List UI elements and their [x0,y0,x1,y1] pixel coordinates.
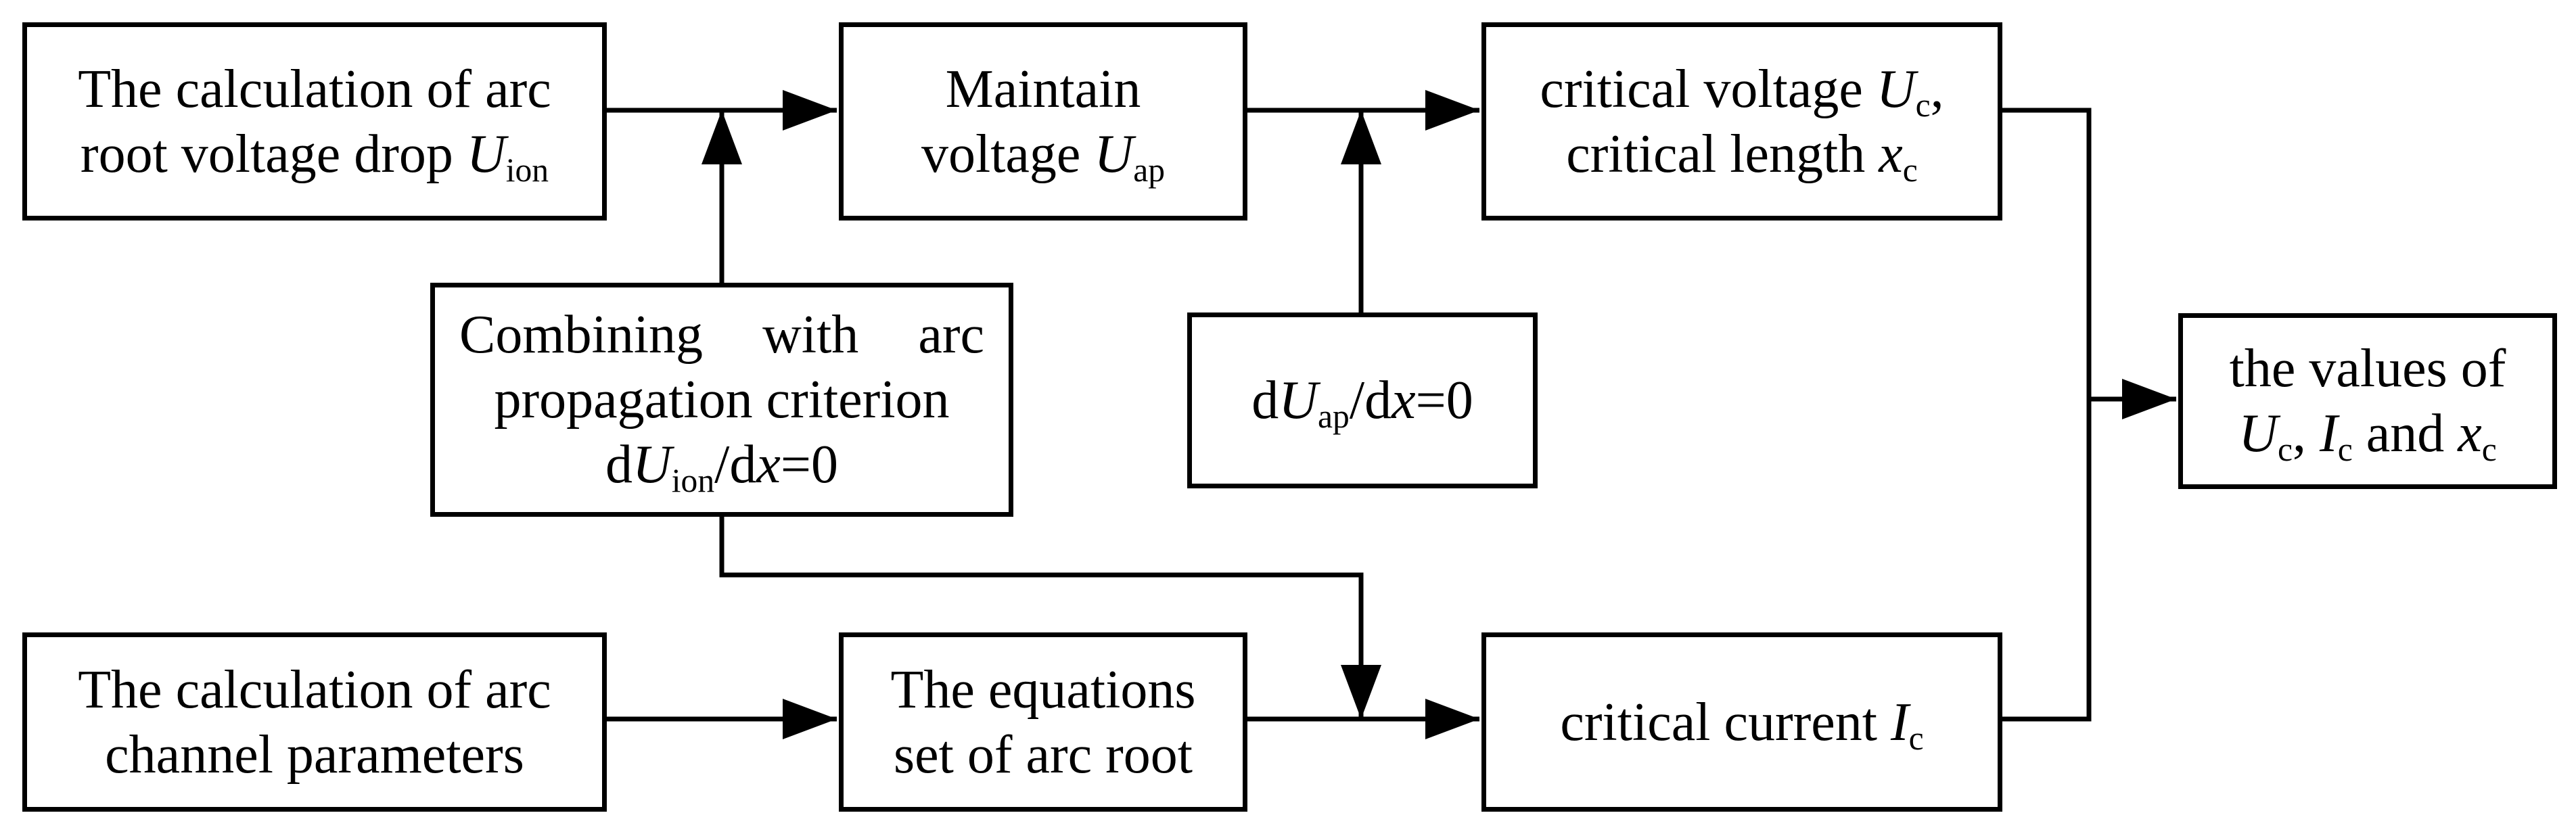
node-text: /d [1349,371,1392,430]
node-text: and [2352,404,2458,463]
node-arc-channel-parameters: The calculation of arc channel parameter… [22,632,607,812]
node-text: , [1930,59,1944,119]
variable-I: I [2320,404,2338,463]
node-arc-root-voltage-drop: The calculation of arc root voltage drop… [22,22,607,221]
node-text: The equations [890,659,1196,720]
subscript-c: c [2278,430,2293,468]
node-text: =0 [1415,371,1473,430]
node-text: the values of [2229,339,2506,398]
node-critical-voltage-length: critical voltage Uc, critical length xc [1481,22,2002,221]
node-arc-root-equations: The equations set of arc root [839,632,1247,812]
node-text: critical current [1560,692,1891,752]
node-propagation-criterion: Combining with arc propagation criterion… [430,283,1013,517]
node-text: voltage [921,124,1095,184]
subscript-ion: ion [505,151,549,189]
variable-U: U [1876,59,1916,119]
subscript-c: c [1915,86,1931,124]
variable-x: x [1879,124,1903,184]
variable-U: U [2238,404,2278,463]
variable-U: U [632,435,672,494]
node-text: /d [714,435,757,494]
subscript-c: c [2481,430,2497,468]
subscript-ion: ion [671,461,715,499]
node-text: set of arc root [893,724,1193,785]
variable-x: x [2458,404,2482,463]
connector-critical-voltage-to-bus [2002,108,2092,722]
node-text: =0 [780,435,839,494]
variable-U: U [1279,371,1318,430]
node-text: Maintain [945,59,1141,119]
node-text: d [1251,371,1279,430]
node-text: Combining with arc [459,305,984,365]
node-text: root voltage drop [80,124,467,184]
node-maintain-voltage: Maintain voltage Uap [839,22,1247,221]
node-text: The calculation of arc [78,59,551,119]
node-critical-current: critical current Ic [1481,632,2002,812]
node-result-values: the values of Uc, Ic and xc [2178,313,2557,489]
variable-x: x [1392,371,1416,430]
subscript-c: c [1908,719,1924,757]
node-text: propagation criterion [494,370,950,430]
node-text: The calculation of arc [78,659,551,720]
node-text: , [2293,404,2320,463]
variable-x: x [756,435,781,494]
node-text: critical length [1566,124,1879,184]
variable-I: I [1890,692,1909,752]
arrow-criterion-down [719,517,1381,719]
subscript-c: c [2337,430,2353,468]
node-text: channel parameters [105,724,524,785]
node-dUap-condition: dUap/dx=0 [1187,312,1538,488]
subscript-c: c [1902,151,1918,189]
variable-U: U [466,124,506,184]
subscript-ap: ap [1318,397,1350,435]
variable-U: U [1094,124,1134,184]
node-text: critical voltage [1540,59,1877,119]
node-text: d [605,435,632,494]
subscript-ap: ap [1133,151,1166,189]
